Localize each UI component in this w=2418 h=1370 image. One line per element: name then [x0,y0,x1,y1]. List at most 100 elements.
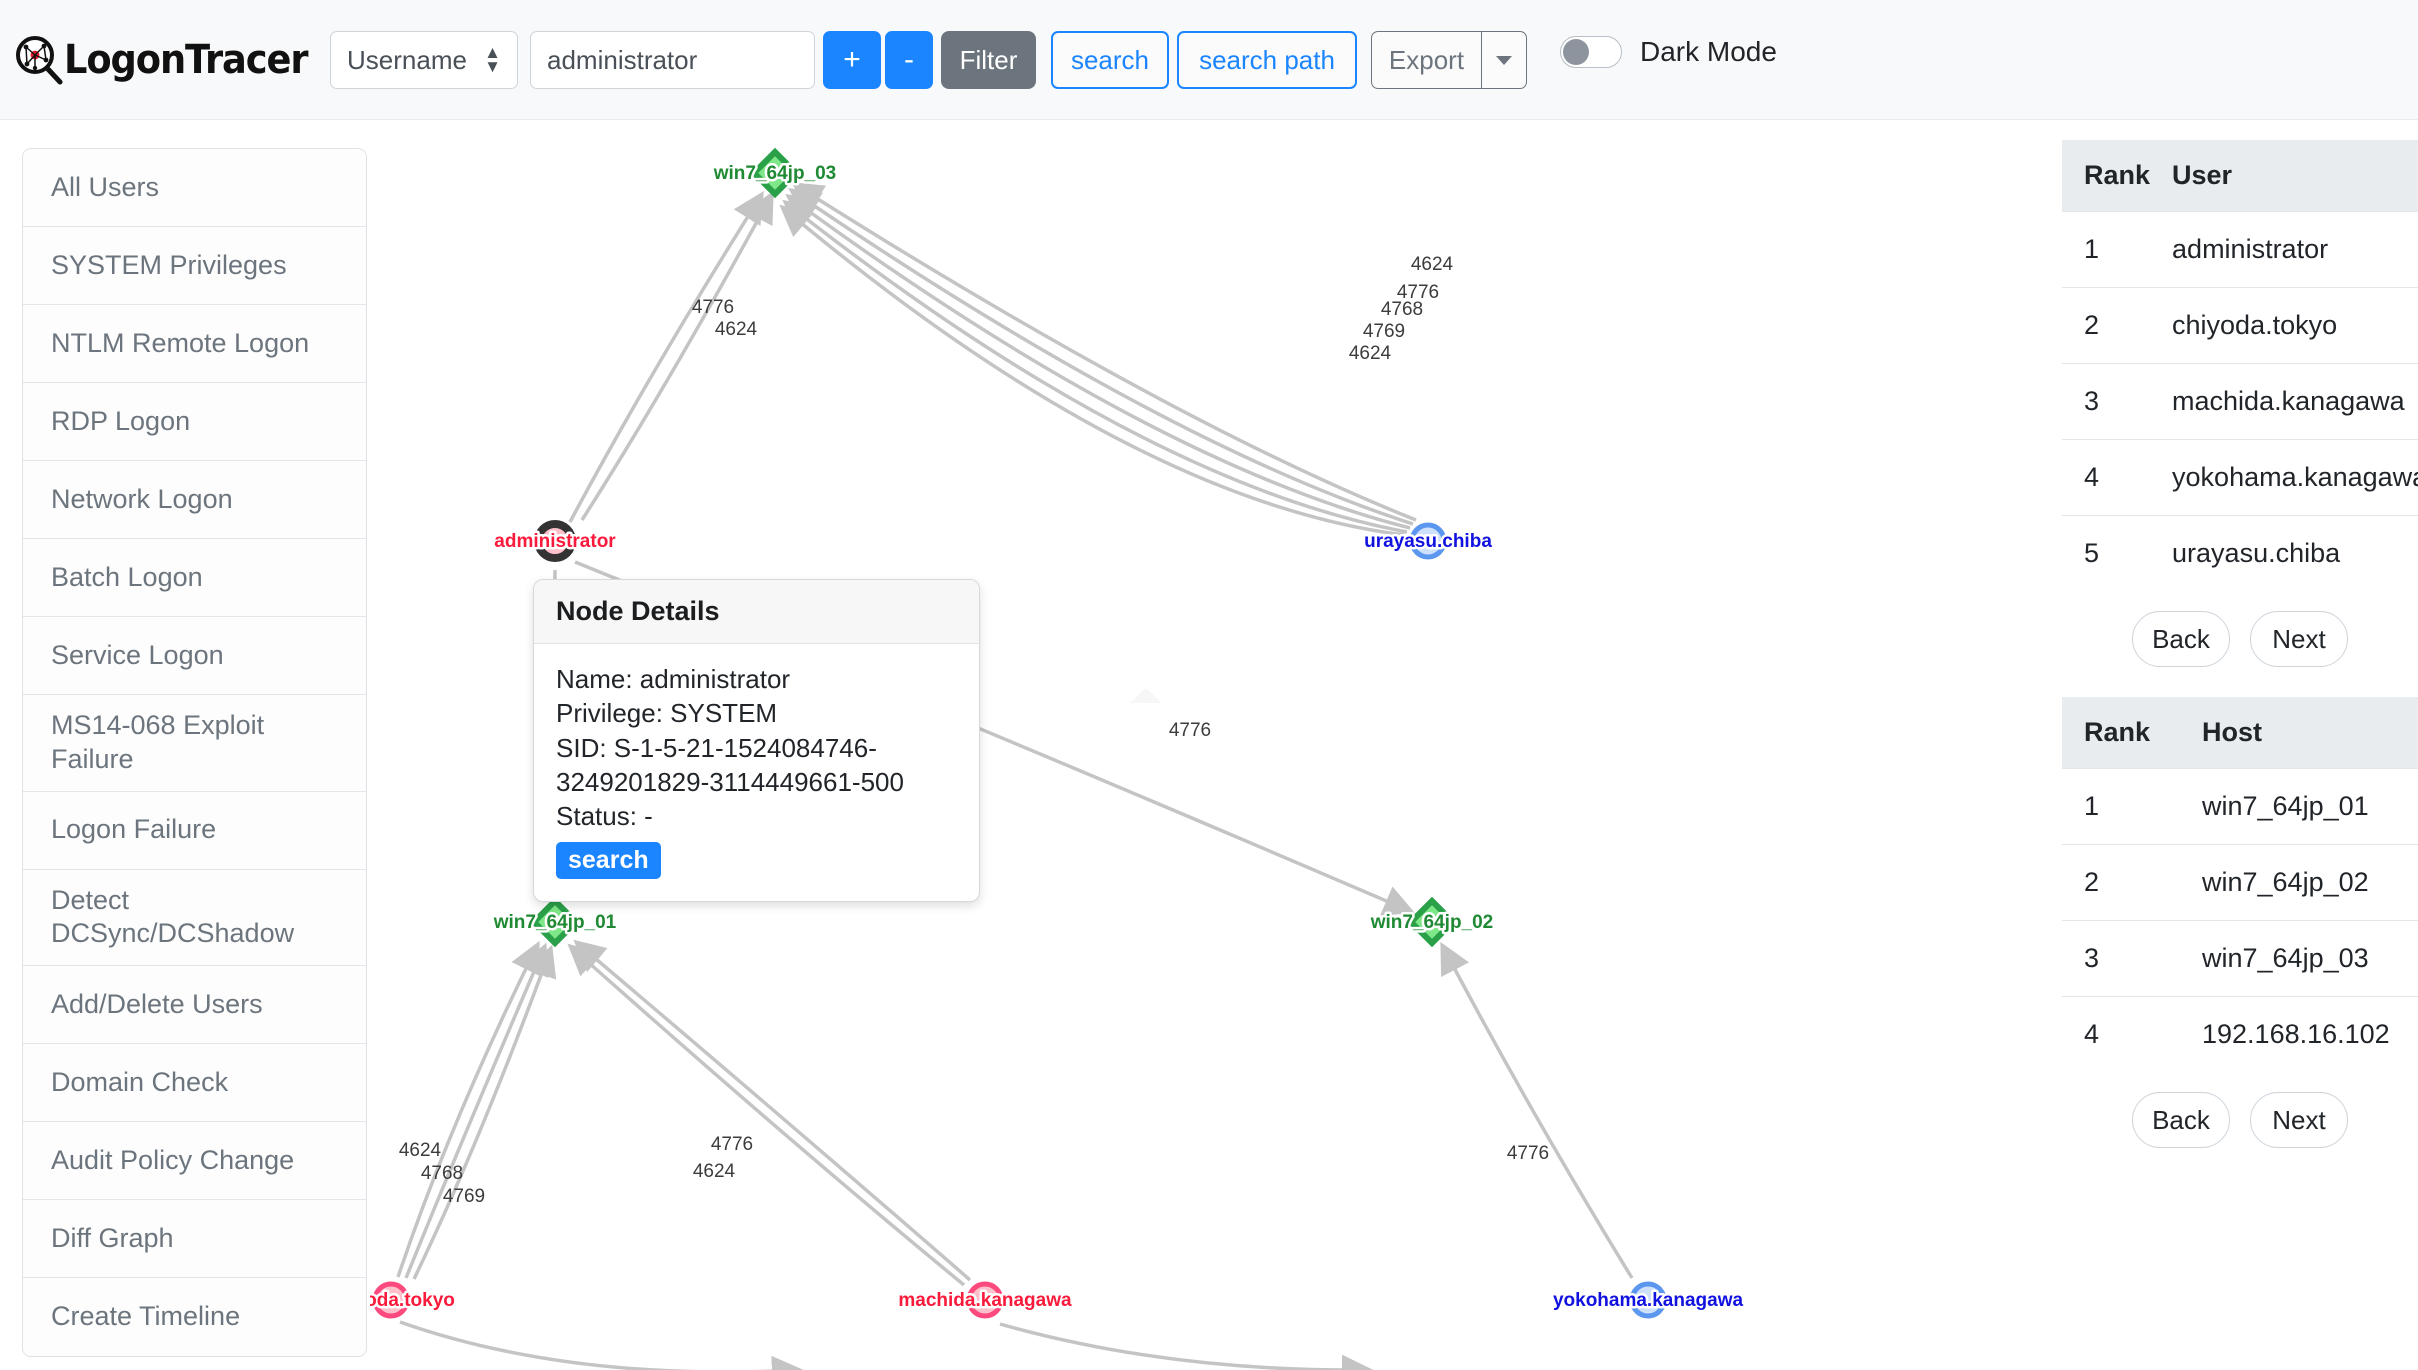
sidebar-item-add-delete-users[interactable]: Add/Delete Users [23,966,366,1044]
node-shape[interactable] [1406,896,1458,948]
node-shape[interactable] [1409,522,1447,560]
search-input[interactable] [530,31,815,89]
sidebar-item-network-logon[interactable]: Network Logon [23,461,366,539]
username-select[interactable]: Username ▲▼ [330,31,518,89]
edge-label: 4624 [1349,343,1392,364]
dark-mode-toggle[interactable] [1560,36,1622,68]
user-name-cell: chiyoda.tokyo [2150,287,2418,364]
edge-label: 4776 [1397,282,1439,303]
node-details-body: Name: administrator Privilege: SYSTEM SI… [534,644,979,901]
sidebar-item-create-timeline[interactable]: Create Timeline [23,1278,366,1356]
host-next-button[interactable]: Next [2250,1092,2348,1148]
filter-button[interactable]: Filter [941,31,1036,89]
node-label: win7_64jp_03 [713,163,837,184]
node-shape[interactable] [749,147,801,199]
sidebar-item-detect-dcsync-dcshadow[interactable]: Detect DCSync/DCShadow [23,869,366,966]
host-back-button[interactable]: Back [2132,1092,2230,1148]
search-button[interactable]: search [1051,31,1169,89]
node-label: administrator [494,531,616,552]
user-rank-cell: 4 [2062,439,2151,516]
sidebar-item-domain-check[interactable]: Domain Check [23,1044,366,1122]
graph-node-machida.kanagawa[interactable]: machida.kanagawa [896,1281,1075,1319]
sidebar-item-rdp-logon[interactable]: RDP Logon [23,383,366,461]
user-pager: Back Next [2062,591,2418,683]
graph-node-win7_64jp_03[interactable]: win7_64jp_03 [710,147,839,199]
graph-nodes[interactable]: win7_64jp_03 administrator urayasu.chiba wi… [370,147,1746,1319]
graph-node-win7_64jp_01[interactable]: win7_64jp_01 [490,896,619,948]
search-path-button[interactable]: search path [1177,31,1357,89]
select-arrows-icon: ▲▼ [484,43,501,76]
sidebar-item-system-privileges[interactable]: SYSTEM Privileges [23,227,366,305]
sidebar-item-ms14-068-exploit-failure[interactable]: MS14-068 Exploit Failure [23,695,366,792]
export-button-group: Export [1371,31,1527,89]
node-sid-line: SID: S-1-5-21-1524084746-3249201829-3114… [556,732,904,797]
graph-node-administrator[interactable]: administrator [492,520,619,562]
edge-label: 4776 [1169,720,1211,741]
sidebar-item-audit-policy-change[interactable]: Audit Policy Change [23,1122,366,1200]
app-logo: LogonTracer [14,35,314,85]
user-rank-cell: 3 [2062,363,2151,440]
sidebar-item-all-users[interactable]: All Users [23,149,366,227]
magnifier-network-icon [16,35,63,84]
node-shape[interactable] [534,520,576,562]
sidebar-item-logon-failure[interactable]: Logon Failure [23,791,366,870]
node-shape[interactable] [966,1281,1004,1319]
node-shape[interactable] [529,896,581,948]
host-rank-cell: 2 [2062,844,2180,921]
sidebar-item-service-logon[interactable]: Service Logon [23,617,366,695]
node-shape[interactable] [1629,1281,1667,1319]
sidebar-item-batch-logon[interactable]: Batch Logon [23,539,366,617]
tooltip-arrow-icon [1130,688,1162,703]
edge-label: 4768 [421,1163,463,1184]
graph-node-win7_64jp_02[interactable]: win7_64jp_02 [1367,896,1496,948]
node-search-button[interactable]: search [556,841,661,879]
edge-label: 4768 [1381,299,1423,320]
edge-label: 4769 [443,1186,485,1207]
node-shape[interactable] [372,1281,410,1319]
export-dropdown-toggle[interactable] [1481,31,1527,89]
app-header: LogonTracer Username ▲▼ + - Filter searc… [0,0,2418,120]
graph-node-urayasu.chiba[interactable]: urayasu.chiba [1362,522,1495,560]
host-rank-cell: 1 [2062,768,2180,845]
edge-label: 4776 [692,297,734,318]
edge-label: 4624 [693,1161,736,1182]
user-back-button[interactable]: Back [2132,611,2230,667]
zoom-in-button[interactable]: + [823,31,881,89]
node-label: chiyoda.tokyo [370,1290,455,1311]
node-label: win7_64jp_01 [493,912,617,933]
edge-label: 4624 [715,319,758,340]
dark-mode-control: Dark Mode [1560,36,1777,68]
node-label: yokohama.kanagawa [1553,1290,1744,1311]
user-rank-cell: 1 [2062,211,2151,288]
sidebar-item-ntlm-remote-logon[interactable]: NTLM Remote Logon [23,305,366,383]
user-next-button[interactable]: Next [2250,611,2348,667]
node-name-line: Name: administrator [556,664,791,694]
user-header-user: User [2150,140,2418,212]
zoom-out-button[interactable]: - [885,31,933,89]
user-rank-cell: 2 [2062,287,2151,364]
chevron-down-icon [1496,55,1512,65]
export-button[interactable]: Export [1371,31,1481,89]
username-select-value: Username [347,44,467,75]
host-name-cell: win7_64jp_01 [2180,768,2418,845]
host-rank-cell: 4 [2062,996,2180,1072]
host-header-host: Host [2180,697,2418,769]
edge-label: 4624 [399,1140,442,1161]
graph-node-yokohama.kanagawa[interactable]: yokohama.kanagawa [1550,1281,1746,1319]
sidebar-item-diff-graph[interactable]: Diff Graph [23,1200,366,1278]
graph-node-chiyoda.tokyo[interactable]: chiyoda.tokyo [370,1281,457,1319]
